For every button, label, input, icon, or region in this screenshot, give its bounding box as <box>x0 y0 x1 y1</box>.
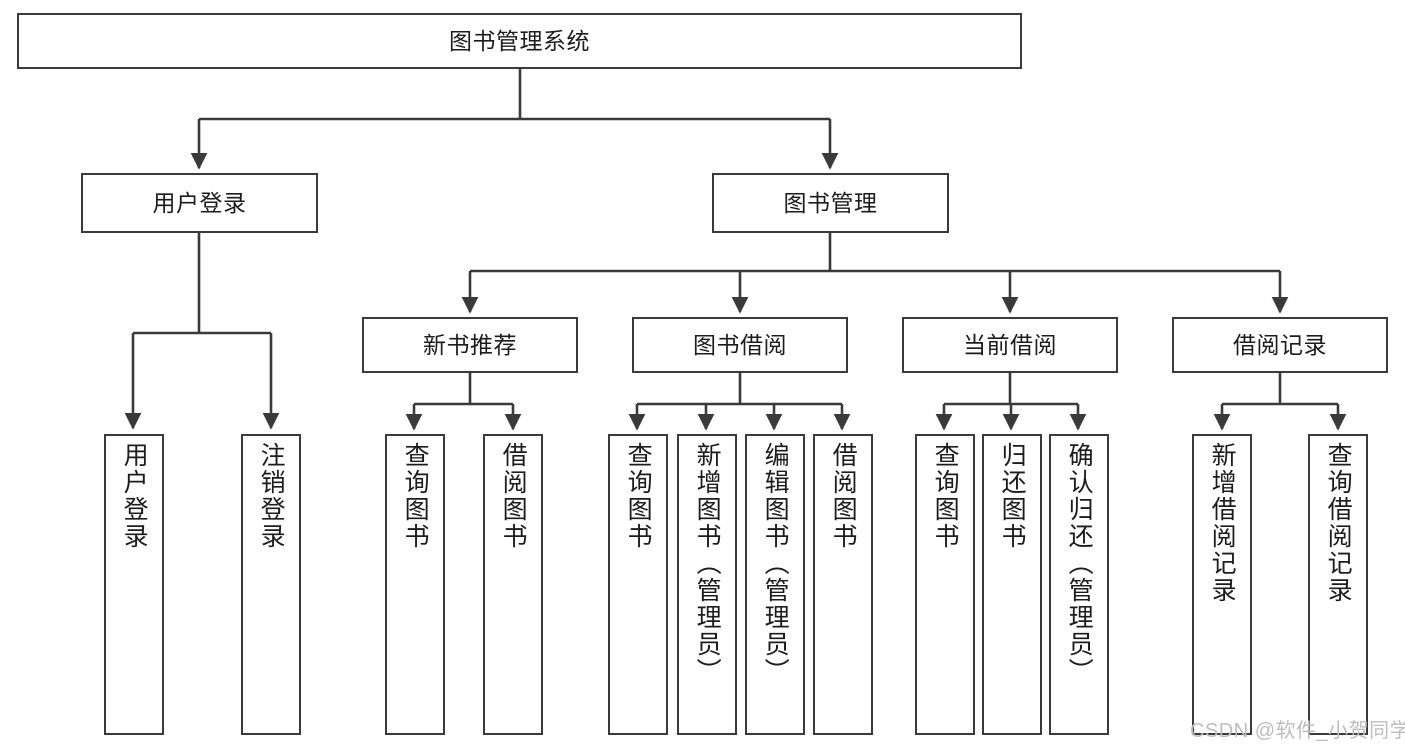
node-borrow-record-label: 借阅记录 <box>1233 331 1327 358</box>
csdn-watermark: CSDN @软件_小贺同学 <box>1190 720 1405 742</box>
node-borrow-record[interactable]: 借阅记录 <box>1172 317 1388 373</box>
node-leaf-borrow-book-1[interactable]: 借阅图书 <box>483 434 543 735</box>
node-leaf-return-book-label: 归还图书 <box>998 442 1027 550</box>
node-new-book-recommend[interactable]: 新书推荐 <box>362 317 578 373</box>
node-root[interactable]: 图书管理系统 <box>17 13 1022 69</box>
node-leaf-edit-book-label: 编辑图书（管理员） <box>761 442 790 685</box>
node-book-borrow-label: 图书借阅 <box>693 331 787 358</box>
node-leaf-borrow-book-2[interactable]: 借阅图书 <box>813 434 873 735</box>
node-leaf-confirm-return[interactable]: 确认归还（管理员） <box>1049 434 1109 735</box>
node-leaf-user-login[interactable]: 用户登录 <box>104 434 164 735</box>
node-current-borrow-label: 当前借阅 <box>963 331 1057 358</box>
node-root-label: 图书管理系统 <box>449 27 590 54</box>
node-leaf-add-record[interactable]: 新增借阅记录 <box>1192 434 1252 735</box>
node-leaf-user-login-label: 用户登录 <box>120 442 149 550</box>
node-leaf-query-book-3-label: 查询图书 <box>931 442 960 550</box>
node-book-management-label: 图书管理 <box>783 189 878 216</box>
node-leaf-return-book[interactable]: 归还图书 <box>982 434 1042 735</box>
node-new-book-recommend-label: 新书推荐 <box>423 331 517 358</box>
node-leaf-confirm-return-label: 确认归还（管理员） <box>1065 442 1094 685</box>
node-leaf-logout-label: 注销登录 <box>257 442 286 550</box>
node-leaf-edit-book[interactable]: 编辑图书（管理员） <box>745 434 805 735</box>
node-leaf-add-book-label: 新增图书（管理员） <box>693 442 722 685</box>
node-leaf-logout[interactable]: 注销登录 <box>241 434 301 735</box>
node-leaf-query-record-label: 查询借阅记录 <box>1324 442 1353 604</box>
node-leaf-borrow-book-2-label: 借阅图书 <box>829 442 858 550</box>
node-book-borrow[interactable]: 图书借阅 <box>632 317 848 373</box>
node-leaf-borrow-book-1-label: 借阅图书 <box>499 442 528 550</box>
node-leaf-query-book-1-label: 查询图书 <box>401 442 430 550</box>
node-leaf-add-book[interactable]: 新增图书（管理员） <box>677 434 737 735</box>
node-leaf-add-record-label: 新增借阅记录 <box>1208 442 1237 604</box>
node-leaf-query-book-1[interactable]: 查询图书 <box>385 434 445 735</box>
node-book-management[interactable]: 图书管理 <box>712 173 949 233</box>
node-leaf-query-book-2-label: 查询图书 <box>624 442 653 550</box>
node-leaf-query-record[interactable]: 查询借阅记录 <box>1308 434 1368 735</box>
node-current-borrow[interactable]: 当前借阅 <box>902 317 1118 373</box>
node-leaf-query-book-3[interactable]: 查询图书 <box>915 434 975 735</box>
node-user-login-label: 用户登录 <box>152 189 247 216</box>
node-user-login[interactable]: 用户登录 <box>81 173 318 233</box>
node-leaf-query-book-2[interactable]: 查询图书 <box>608 434 668 735</box>
